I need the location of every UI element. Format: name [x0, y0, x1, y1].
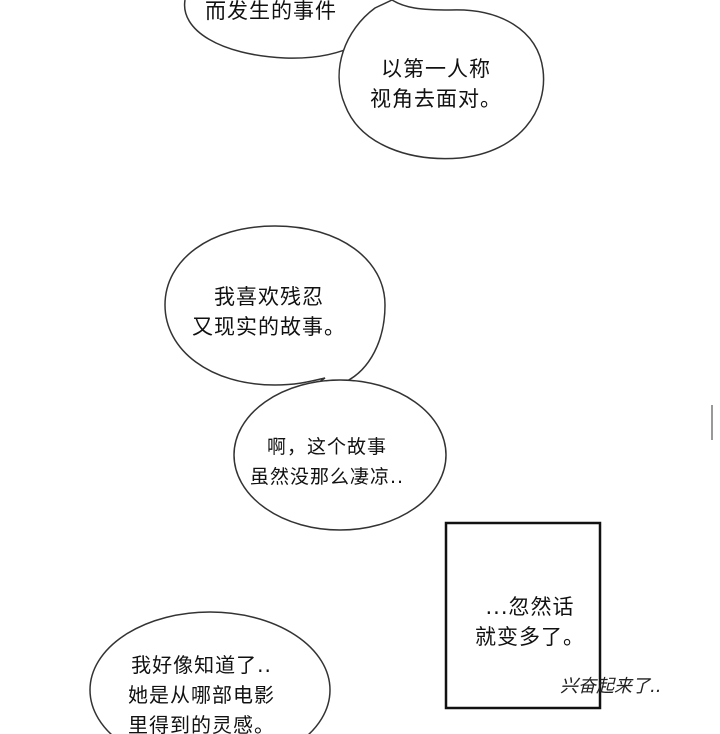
bubble-4-text: 啊，这个故事虽然没那么凄凉.. [250, 436, 405, 488]
bubble-4 [233, 379, 447, 531]
handwritten-sfx: 兴奋起来了.. [560, 676, 662, 697]
bubble-2 [338, 0, 545, 160]
bubble-5 [89, 611, 331, 734]
bubble-5-text: 我好像知道了..她是从哪部电影里得到的灵感。 [128, 653, 275, 734]
bubble-1-text: 而发生的事件 [205, 0, 337, 23]
bubble-2-text: 以第一人称视角去面对。 [370, 57, 502, 111]
narration-box [444, 521, 602, 710]
narration-text: ...忽然话就变多了。 [475, 595, 585, 649]
bubble-3-text: 我喜欢残忍又现实的故事。 [192, 285, 346, 339]
